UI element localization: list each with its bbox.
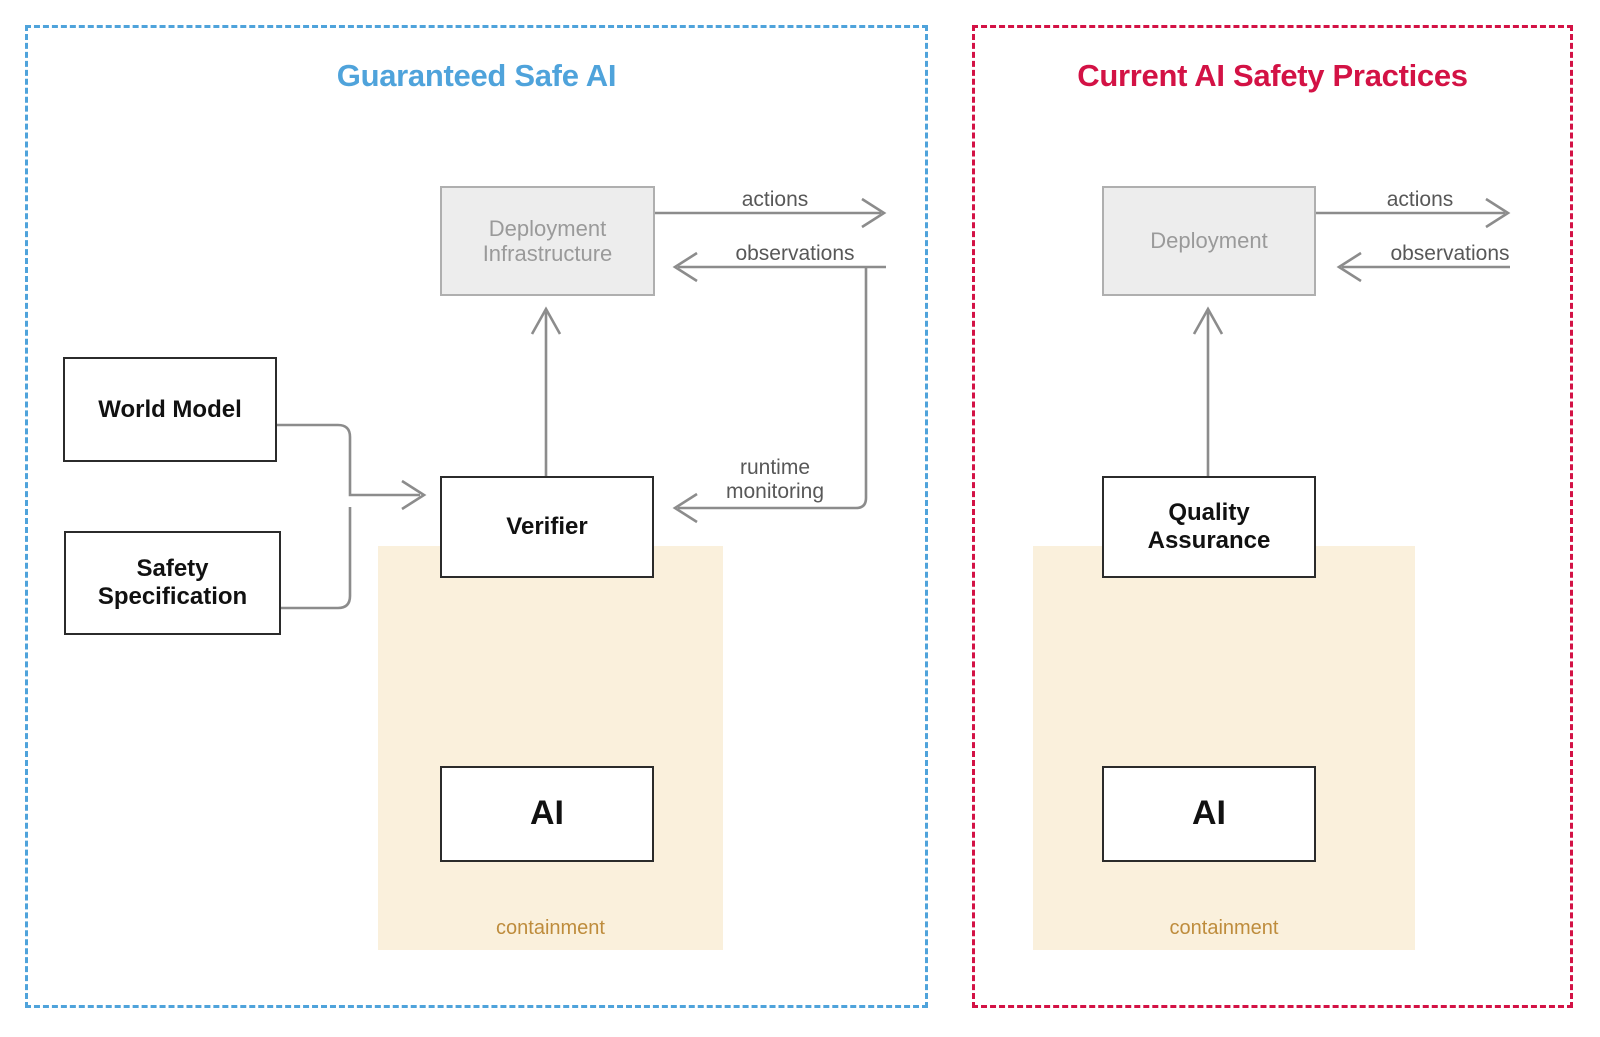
node-ai-left-label: AI	[530, 794, 564, 833]
node-world-model[interactable]: World Model	[63, 357, 277, 462]
node-world-model-label: World Model	[98, 395, 242, 423]
panel-title-right: Current AI Safety Practices	[1077, 58, 1468, 93]
node-quality-assurance[interactable]: Quality Assurance	[1102, 476, 1316, 578]
panel-current-ai-safety-practices: Current AI Safety Practices	[972, 25, 1573, 1008]
node-quality-assurance-label: Quality Assurance	[1147, 499, 1271, 554]
node-ai-right[interactable]: AI	[1102, 766, 1316, 862]
node-ai-right-label: AI	[1192, 794, 1226, 833]
node-safety-specification[interactable]: Safety Specification	[64, 531, 281, 635]
edge-label-observations-left: observations	[735, 242, 855, 265]
node-deployment-label: Deployment	[1150, 228, 1268, 254]
containment-region-left: containment	[378, 546, 723, 950]
node-deployment[interactable]: Deployment	[1102, 186, 1316, 296]
containment-label-left: containment	[496, 917, 605, 939]
edge-label-actions-left: actions	[741, 188, 809, 211]
node-deployment-infrastructure[interactable]: Deployment Infrastructure	[440, 186, 655, 296]
node-verifier[interactable]: Verifier	[440, 476, 654, 578]
node-ai-left[interactable]: AI	[440, 766, 654, 862]
node-safety-specification-label: Safety Specification	[97, 555, 248, 610]
panel-title-left: Guaranteed Safe AI	[336, 58, 617, 93]
node-deployment-infrastructure-label: Deployment Infrastructure	[482, 215, 613, 266]
containment-region-right: containment	[1033, 546, 1415, 950]
node-verifier-label: Verifier	[506, 513, 588, 541]
edge-label-runtime-monitoring: runtime monitoring	[725, 456, 825, 503]
panel-guaranteed-safe-ai: Guaranteed Safe AI	[25, 25, 928, 1008]
edge-label-observations-right: observations	[1390, 242, 1510, 265]
containment-label-right: containment	[1169, 917, 1279, 939]
edge-label-actions-right: actions	[1386, 188, 1454, 211]
